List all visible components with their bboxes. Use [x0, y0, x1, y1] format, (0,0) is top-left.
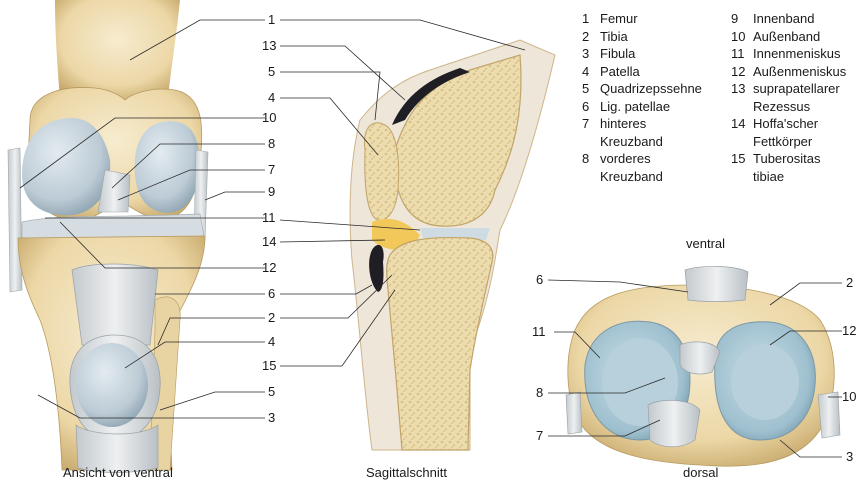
cruciate-stumps [648, 400, 700, 447]
caption-ventral-view: Ansicht von ventral [63, 465, 173, 480]
label-num: 6 [268, 287, 275, 301]
medial-ligament-stump [566, 392, 582, 434]
ventral-view [8, 0, 208, 473]
legend-item: tibiae [731, 168, 846, 186]
label-num: 8 [268, 137, 275, 151]
legend-number: 4 [582, 63, 600, 81]
label-num: 11 [532, 325, 546, 339]
legend-text: Femur [600, 10, 638, 28]
legend-number: 11 [731, 45, 753, 63]
legend-text: Fibula [600, 45, 635, 63]
legend-text: Innenband [753, 10, 814, 28]
lateral-ligament-stump [818, 392, 840, 438]
legend-number: 10 [731, 28, 753, 46]
legend-number: 1 [582, 10, 600, 28]
legend-text: vorderes [600, 150, 651, 168]
label-num: 9 [268, 185, 275, 199]
patellar-ligament-stump [685, 266, 748, 301]
label-num: 5 [268, 65, 275, 79]
legend-text: Außenband [753, 28, 820, 46]
legend-number: 8 [582, 150, 600, 168]
label-num: 12 [262, 261, 276, 275]
patellar-ligament [72, 264, 158, 345]
legend-item: Kreuzband [582, 133, 702, 151]
label-num: 8 [536, 386, 543, 400]
label-num: 2 [846, 276, 853, 290]
legend-number: 5 [582, 80, 600, 98]
legend-number: 14 [731, 115, 753, 133]
legend-text: Kreuzband [600, 168, 663, 186]
legend-number: 2 [582, 28, 600, 46]
label-num: 14 [262, 235, 276, 249]
legend-text: hinteres [600, 115, 646, 133]
legend-number: 12 [731, 63, 753, 81]
legend-text: Fettkörper [753, 133, 812, 151]
label-num: 5 [268, 385, 275, 399]
label-num: 7 [268, 163, 275, 177]
legend-text: Quadrizepssehne [600, 80, 702, 98]
legend-number: 9 [731, 10, 753, 28]
legend-item: Fettkörper [731, 133, 846, 151]
label-num: 11 [262, 211, 276, 225]
legend-text: tibiae [753, 168, 784, 186]
label-num: 10 [842, 390, 856, 404]
legend-text: Lig. patellae [600, 98, 670, 116]
label-num: 3 [846, 450, 853, 464]
legend-text: Innenmeniskus [753, 45, 840, 63]
legend-text: Hoffa'scher [753, 115, 818, 133]
legend-item: Kreuzband [582, 168, 702, 186]
sagittal-patella [364, 123, 398, 220]
legend-text: Patella [600, 63, 640, 81]
caption-ventral: ventral [686, 236, 725, 251]
label-num: 10 [262, 111, 276, 125]
label-num: 1 [268, 13, 275, 27]
label-num: 6 [536, 273, 543, 287]
label-num: 15 [262, 359, 276, 373]
sagittal-tibia [387, 238, 493, 450]
legend-text: Rezessus [753, 98, 810, 116]
legend-number: 15 [731, 150, 753, 168]
caption-sagittal: Sagittalschnitt [366, 465, 447, 480]
label-num: 4 [268, 335, 275, 349]
legend-number: 7 [582, 115, 600, 133]
medial-collateral-ligament [8, 148, 22, 292]
legend-number: 3 [582, 45, 600, 63]
label-num: 7 [536, 429, 543, 443]
legend-number: 6 [582, 98, 600, 116]
legend-text: Tuberositas [753, 150, 820, 168]
caption-dorsal: dorsal [683, 465, 718, 480]
label-num: 3 [268, 411, 275, 425]
label-num: 2 [268, 311, 275, 325]
label-num: 12 [842, 324, 856, 338]
legend-text: Tibia [600, 28, 628, 46]
label-num: 13 [262, 39, 276, 53]
legend-item: Rezessus [731, 98, 846, 116]
femur-shaft [55, 0, 180, 100]
label-num: 4 [268, 91, 275, 105]
legend-text: Kreuzband [600, 133, 663, 151]
legend-text: suprapatellarer [753, 80, 840, 98]
legend-number: 13 [731, 80, 753, 98]
legend-text: Außenmeniskus [753, 63, 846, 81]
sagittal-view [350, 40, 555, 450]
